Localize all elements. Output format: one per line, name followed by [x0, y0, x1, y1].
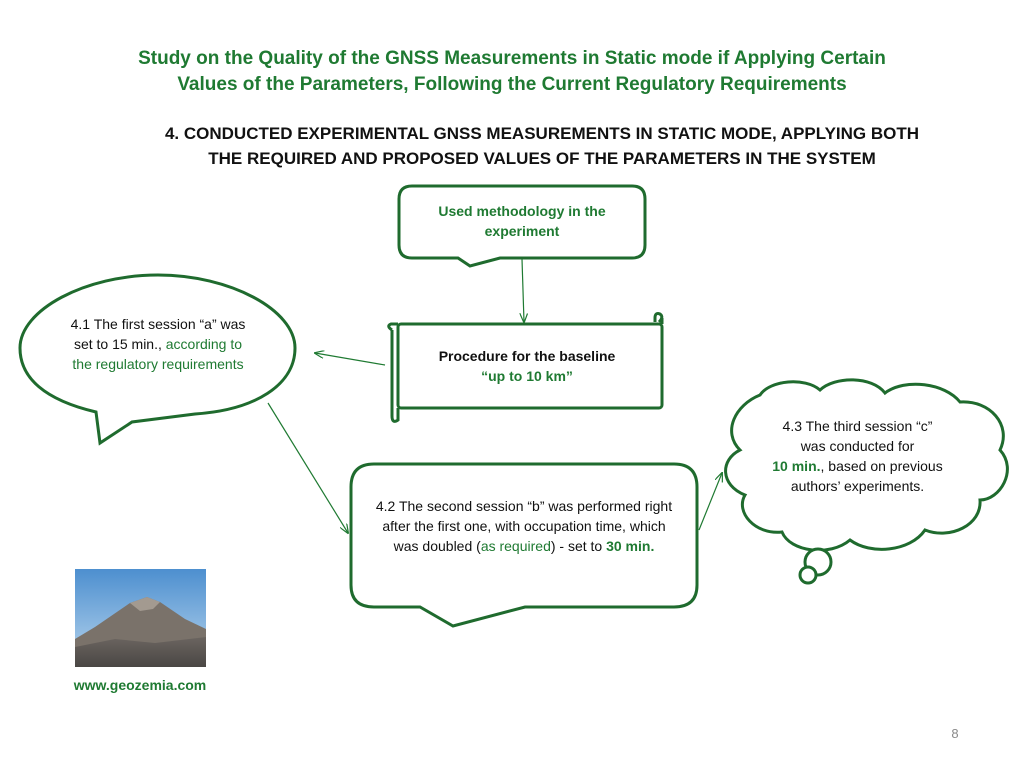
- arrow-session-a-to-session-b: [267, 402, 348, 533]
- methodology-label: Used methodology in the experiment: [438, 203, 606, 239]
- section-heading: 4. CONDUCTED EXPERIMENTAL GNSS MEASUREME…: [60, 121, 1024, 171]
- arrow-procedure-to-session-a: [315, 353, 386, 366]
- session-b-as-required: as required: [480, 538, 551, 554]
- session-b-text: 4.2 The second session “b” was performed…: [370, 496, 678, 556]
- session-b-callout-shape: [349, 462, 699, 628]
- session-c-cloud-shape: [724, 378, 1009, 552]
- session-a-duration-text: 4.1 The first session “a” was set to 15 …: [70, 316, 246, 352]
- session-a-regulatory-text: according to the regulatory requirements: [72, 336, 244, 372]
- slide-title: Study on the Quality of the GNSS Measure…: [60, 46, 964, 98]
- arrow-session-b-to-session-c: [698, 473, 722, 531]
- procedure-text: Procedure for the baseline “up to 10 km”: [400, 346, 654, 386]
- procedure-label: Procedure for the baseline: [438, 348, 616, 364]
- arrow-methodology-to-procedure: [522, 258, 524, 322]
- methodology-callout-shape: [397, 184, 647, 268]
- slide-title-line-2: Values of the Parameters, Following the …: [177, 74, 847, 95]
- session-c-basis: , based on previous authors’ experiments…: [790, 458, 943, 494]
- section-heading-line-1: 4. CONDUCTED EXPERIMENTAL GNSS MEASUREME…: [164, 124, 920, 143]
- volcano-photo: [75, 569, 206, 667]
- methodology-text: Used methodology in the experiment: [410, 201, 634, 241]
- session-c-description: 4.3 The third session “c” was conducted …: [782, 418, 933, 454]
- session-c-text: 4.3 The third session “c” was conducted …: [770, 416, 945, 496]
- website-link[interactable]: www.geozemia.com: [73, 677, 207, 693]
- session-b-description: 4.2 The second session “b” was performed…: [375, 498, 673, 554]
- session-a-bubble-shape: [18, 273, 297, 446]
- session-a-text: 4.1 The first session “a” was set to 15 …: [68, 314, 248, 374]
- thought-bubble-dot-small: [798, 565, 818, 585]
- slide-title-line-1: Study on the Quality of the GNSS Measure…: [138, 48, 886, 69]
- session-b-duration: 30 min.: [606, 538, 655, 554]
- section-heading-line-2: THE REQUIRED AND PROPOSED VALUES OF THE …: [208, 149, 876, 168]
- session-b-set-to: ) - set to: [550, 538, 607, 554]
- procedure-scroll-shape: [387, 312, 664, 423]
- procedure-distance: “up to 10 km”: [481, 368, 573, 384]
- page-number: 8: [951, 726, 959, 741]
- session-c-duration: 10 min.: [772, 458, 821, 474]
